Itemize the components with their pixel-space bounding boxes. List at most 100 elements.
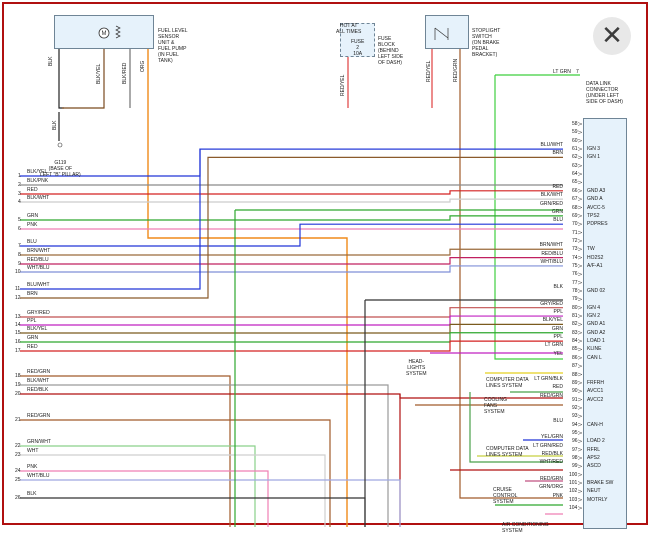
ecm-pin-number: 70 bbox=[572, 221, 578, 228]
fuel-pump-motor-icon bbox=[98, 27, 110, 39]
harness-wire bbox=[20, 190, 563, 195]
left-pin-number: 5 bbox=[18, 217, 21, 223]
fuel-blk-yel-wire bbox=[62, 47, 105, 109]
left-wire-color-label: BLU/WHT bbox=[27, 282, 50, 288]
ecm-pin-function-label: GND A2 bbox=[587, 329, 606, 336]
harness-wire-lower bbox=[20, 375, 231, 527]
fuel-wire-label-blkyel: BLK/YEL bbox=[96, 63, 102, 84]
ecm-pin-arrow bbox=[577, 122, 583, 126]
ecm-pin-arrow bbox=[577, 189, 583, 193]
ecm-pin-number: 75 bbox=[572, 262, 578, 269]
ecm-pin-function-label: AVCC2 bbox=[587, 396, 604, 403]
ecm-pin-arrow bbox=[577, 356, 583, 360]
ecm-pin-number: 77 bbox=[572, 279, 578, 286]
ecm-pin-number: 100 bbox=[569, 471, 578, 478]
ecm-pin-number: 79 bbox=[572, 296, 578, 303]
ecm-pin-arrow bbox=[577, 239, 583, 243]
svg-text:M: M bbox=[102, 31, 107, 37]
ecm-wire-color-label: BLU bbox=[553, 217, 563, 224]
dlc-wire-label: LT GRN bbox=[553, 69, 571, 75]
ecm-pin-arrow bbox=[577, 247, 583, 251]
ecm-pin-function-label: TPS2 bbox=[587, 212, 600, 219]
left-pin-number: 11 bbox=[15, 286, 21, 292]
left-pin-number: 26 bbox=[15, 495, 21, 501]
ecm-pin-arrow bbox=[577, 314, 583, 318]
ecm-pin-number: 65 bbox=[572, 179, 578, 186]
ecm-wire-color-label: BLK bbox=[553, 284, 563, 290]
ecm-pin-arrow bbox=[577, 205, 583, 210]
ecm-pin-function-label: GND A1 bbox=[587, 321, 606, 328]
close-button[interactable]: ✕ bbox=[593, 17, 631, 55]
ecm-pin-function-label: RFRL bbox=[587, 446, 601, 453]
ecm-pin-number: 98 bbox=[572, 455, 578, 461]
harness-wire bbox=[20, 156, 563, 299]
ecm-pin-number: 87 bbox=[572, 363, 578, 370]
left-pin-number: 22 bbox=[15, 443, 21, 449]
left-pin-number: 17 bbox=[15, 348, 21, 354]
fuel-wire-label-org: ORG bbox=[140, 60, 146, 72]
ecm-pin-arrow bbox=[577, 297, 583, 302]
left-pin-number: 24 bbox=[15, 468, 21, 474]
left-pin-number: 16 bbox=[15, 339, 21, 345]
left-wire-color-label: WHT/BLU bbox=[27, 473, 50, 479]
wiring-diagram bbox=[2, 2, 648, 527]
ecm-pin-function-label: FRFRH bbox=[587, 379, 604, 386]
ecm-wire-color-label: GRN bbox=[551, 325, 563, 332]
avcc1-wire bbox=[399, 394, 563, 399]
left-wire-color-label: BLK/YEL bbox=[27, 326, 48, 332]
ecm-pin-arrow bbox=[577, 506, 583, 510]
ecm-pin-number: 73 bbox=[572, 246, 578, 253]
ecm-pin-arrow bbox=[577, 339, 583, 343]
ecm-pin-arrow bbox=[577, 422, 583, 427]
left-pin-number: 4 bbox=[18, 199, 21, 205]
ecm-pin-number: 64 bbox=[572, 171, 578, 178]
left-wire-color-label: GRN bbox=[27, 335, 39, 341]
ecm-wire-color-label: GRN/RED bbox=[539, 200, 563, 207]
left-wire-color-label: PPL bbox=[27, 318, 37, 324]
ecm-pin-arrow bbox=[577, 180, 583, 185]
ecm-pin-number: 94 bbox=[572, 421, 578, 428]
ecm-pin-number: 63 bbox=[572, 162, 578, 169]
ecm-wire-color-label: GRY/RED bbox=[540, 300, 563, 307]
ecm-pin-arrow bbox=[577, 147, 583, 151]
ecm-wire-color-label: RED/BLK bbox=[541, 451, 563, 457]
left-wire-color-label: BLU bbox=[27, 239, 37, 245]
ecm-pin-arrow bbox=[577, 280, 583, 285]
ecm-pin-number: 59 bbox=[572, 129, 578, 136]
ecm-pin-arrow bbox=[577, 322, 583, 327]
harness-wire-lower bbox=[20, 445, 256, 527]
left-pin-number: 18 bbox=[15, 373, 21, 379]
fuel-org-wire bbox=[147, 47, 348, 527]
ecm-pin-function-label: IGN 3 bbox=[587, 146, 601, 153]
left-wire-color-label: BLK/WHT bbox=[27, 195, 50, 201]
ecm-pin-number: 85 bbox=[572, 346, 578, 353]
ecm-pin-arrow bbox=[577, 464, 583, 469]
left-wire-color-label: PNK bbox=[27, 464, 38, 470]
ecm-pin-arrow bbox=[577, 255, 583, 260]
ecm-pin-number: 67 bbox=[572, 196, 578, 203]
ecm-wire-color-label: BLU/WHT bbox=[540, 142, 564, 149]
left-wire-color-label: BLK/WHT bbox=[27, 378, 50, 384]
ecm-pin-arrow bbox=[577, 172, 583, 176]
harness-wire bbox=[20, 198, 563, 203]
ecm-pin-function-label: HO2S2 bbox=[587, 254, 604, 261]
left-pin-number: 21 bbox=[15, 417, 21, 423]
ecm-pin-function-label: AVCC1 bbox=[587, 388, 604, 395]
ecm-pin-arrows bbox=[577, 122, 583, 510]
ecm-pin-number: 72 bbox=[572, 237, 578, 244]
left-pin-number: 25 bbox=[15, 477, 21, 483]
left-wire-color-label: GRN/WHT bbox=[27, 439, 51, 445]
ecm-wire-color-label: BLK/YEL bbox=[542, 317, 563, 324]
ecm-wire-color-label: PPL bbox=[553, 309, 563, 316]
ecm-pin-function-label: GND A bbox=[587, 196, 603, 203]
ecm-pin-arrow bbox=[577, 264, 583, 268]
ecm-pin-function-label: GND 02 bbox=[587, 288, 606, 294]
ecm-wire-color-label: WHT/BLU bbox=[540, 258, 564, 265]
ecm-pin-function-label: LOAD 1 bbox=[587, 338, 605, 345]
ecm-pin-arrow bbox=[577, 230, 583, 235]
left-pin-number: 10 bbox=[15, 269, 21, 275]
ecm-pin-function-label: GND A3 bbox=[587, 187, 606, 194]
ecm-pin-number: 92 bbox=[572, 404, 578, 411]
left-pin-number: 8 bbox=[18, 252, 21, 258]
